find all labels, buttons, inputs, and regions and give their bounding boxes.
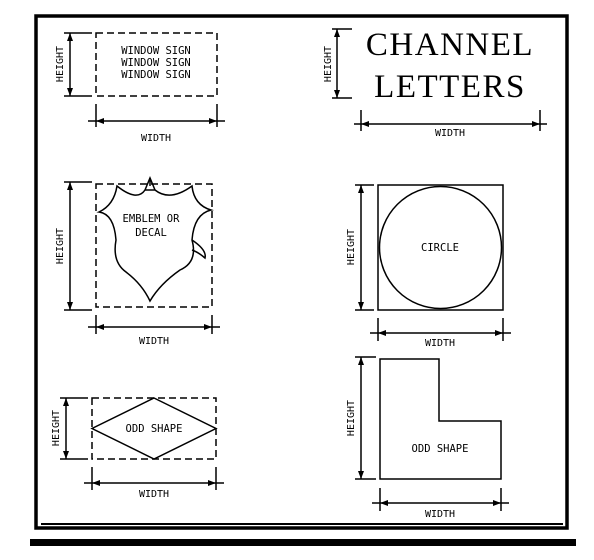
- window-sign-line-2: WINDOW SIGN: [121, 57, 191, 69]
- emblem-height-label: HEIGHT: [55, 228, 66, 264]
- emblem-width-label: WIDTH: [139, 336, 169, 347]
- channel-letters-line-2: LETTERS: [374, 69, 526, 105]
- circle-width-label: WIDTH: [425, 338, 455, 349]
- window-sign-height-label: HEIGHT: [55, 46, 66, 82]
- odd-shape-diamond-width-label: WIDTH: [139, 489, 169, 500]
- channel-letters-line-1: CHANNEL: [366, 27, 534, 63]
- odd-shape-diamond-height-label: HEIGHT: [51, 410, 62, 446]
- odd-shape-l-label: ODD SHAPE: [412, 443, 469, 455]
- window-sign-width-label: WIDTH: [141, 133, 171, 144]
- emblem-label-line-1: EMBLEM OR: [123, 213, 181, 225]
- circle-bounding-box: [377, 184, 504, 311]
- circle-label: CIRCLE: [421, 242, 459, 254]
- l-shape: [379, 358, 502, 480]
- odd-shape-diamond-panel: [60, 397, 224, 490]
- channel-letters-width-label: WIDTH: [435, 128, 465, 139]
- emblem-shield-shape: [96, 184, 214, 303]
- window-sign-line-1: WINDOW SIGN: [121, 45, 191, 57]
- channel-letters-panel: [332, 28, 547, 131]
- window-sign-outline: [95, 32, 218, 97]
- circle-panel: [355, 184, 511, 341]
- odd-shape-l-panel: [355, 356, 509, 511]
- bottom-bar: [30, 539, 576, 546]
- emblem-bounding-box: [95, 183, 213, 308]
- emblem-label-line-2: DECAL: [135, 227, 167, 239]
- odd-shape-l-width-label: WIDTH: [425, 509, 455, 520]
- odd-shape-diamond-label: ODD SHAPE: [126, 423, 183, 435]
- circle-shape: [378, 185, 503, 310]
- emblem-panel: [64, 176, 220, 334]
- window-sign-line-3: WINDOW SIGN: [121, 69, 191, 81]
- dimension-arrowheads: [63, 29, 540, 506]
- outer-frame: [34, 14, 569, 530]
- channel-letters-height-label: HEIGHT: [323, 46, 334, 82]
- diamond-shape: [90, 397, 218, 460]
- circle-height-label: HEIGHT: [346, 229, 357, 265]
- odd-shape-l-height-label: HEIGHT: [346, 400, 357, 436]
- window-sign-panel: [64, 32, 225, 127]
